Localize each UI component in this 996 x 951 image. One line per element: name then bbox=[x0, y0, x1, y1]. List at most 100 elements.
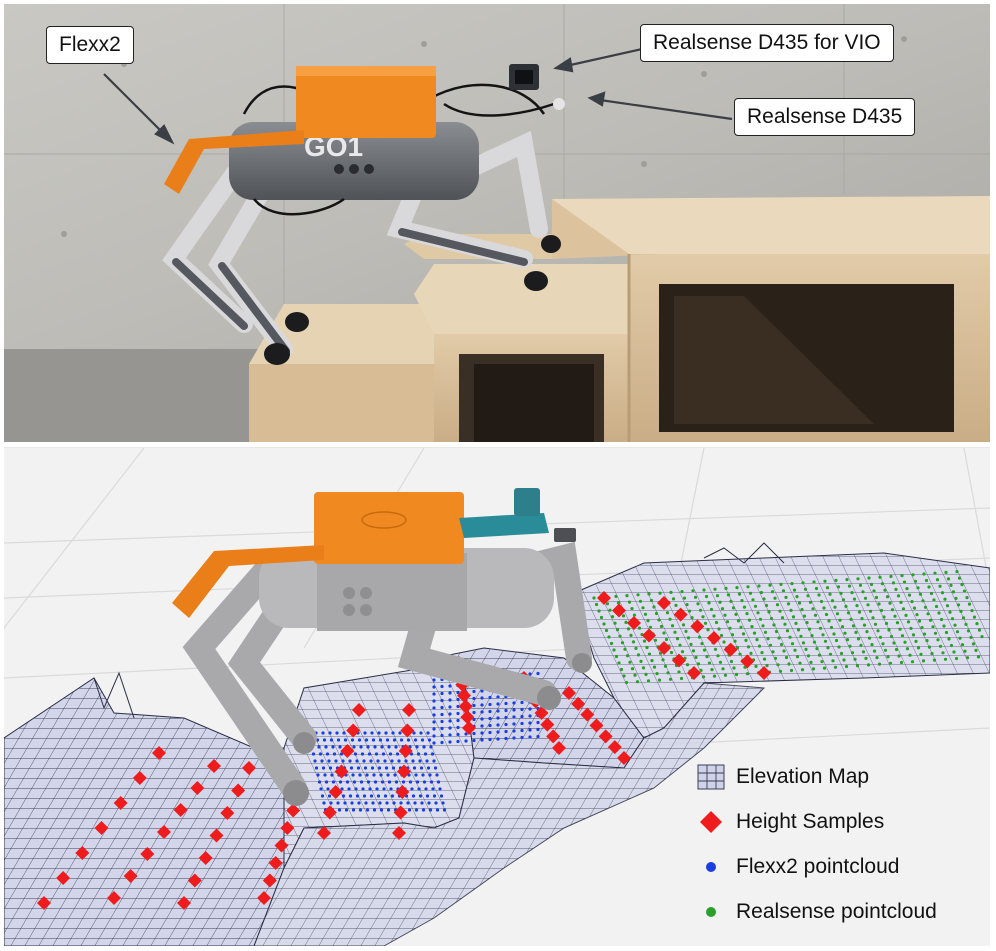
realsense-point bbox=[837, 645, 841, 649]
realsense-point bbox=[849, 617, 853, 621]
flexx2-point bbox=[426, 766, 431, 770]
realsense-point bbox=[958, 636, 962, 640]
realsense-point bbox=[756, 611, 760, 615]
flexx2-point bbox=[456, 711, 460, 716]
flexx2-point bbox=[387, 780, 392, 784]
height-sample-marker bbox=[334, 764, 349, 779]
flexx2-point bbox=[386, 773, 390, 777]
realsense-point bbox=[949, 583, 953, 587]
flexx2-point bbox=[419, 731, 423, 735]
flexx2-point bbox=[392, 801, 396, 805]
realsense-point bbox=[738, 652, 742, 656]
realsense-point bbox=[811, 607, 815, 611]
flexx2-point bbox=[362, 759, 366, 763]
realsense-point bbox=[888, 661, 893, 665]
flexx2-point bbox=[342, 731, 346, 735]
flexx2-point bbox=[336, 738, 341, 742]
realsense-point bbox=[936, 638, 940, 642]
realsense-point bbox=[641, 606, 645, 610]
flexx2-point bbox=[464, 732, 468, 736]
flexx2-point bbox=[438, 787, 442, 791]
realsense-point bbox=[643, 612, 648, 616]
flexx2-point bbox=[456, 697, 460, 702]
flexx2-point bbox=[448, 691, 452, 695]
realsense-point bbox=[778, 609, 782, 613]
height-sample-marker bbox=[187, 873, 202, 888]
flexx2-point bbox=[432, 699, 436, 703]
flexx2-point bbox=[356, 766, 361, 770]
realsense-point bbox=[806, 654, 811, 658]
realsense-point bbox=[604, 628, 609, 633]
flexx2-point bbox=[378, 738, 383, 742]
flexx2-point bbox=[504, 701, 508, 706]
height-sample-marker bbox=[740, 654, 755, 669]
flexx2-point bbox=[415, 745, 419, 749]
flexx2-point bbox=[528, 672, 532, 676]
realsense-point bbox=[647, 652, 652, 656]
realsense-point bbox=[877, 602, 881, 606]
flexx2-point bbox=[442, 808, 447, 812]
height-sample-marker bbox=[37, 896, 51, 910]
flexx2-point bbox=[373, 780, 378, 784]
height-sample-marker bbox=[286, 803, 301, 818]
realsense-point bbox=[621, 614, 626, 618]
flexx2-point bbox=[313, 759, 317, 763]
height-sample-marker bbox=[458, 699, 473, 714]
flexx2-point bbox=[344, 808, 349, 812]
height-sample-marker bbox=[617, 751, 631, 765]
flexx2-point bbox=[421, 773, 425, 777]
realsense-point bbox=[961, 616, 966, 620]
realsense-point bbox=[946, 577, 951, 581]
realsense-point bbox=[826, 646, 830, 650]
realsense-point bbox=[857, 610, 862, 614]
realsense-point bbox=[856, 577, 860, 581]
realsense-point bbox=[943, 597, 947, 601]
realsense-point bbox=[815, 647, 819, 651]
realsense-point bbox=[668, 617, 672, 621]
flexx2-point bbox=[366, 780, 371, 784]
realsense-point bbox=[761, 624, 765, 628]
flexx2-point bbox=[335, 731, 339, 735]
realsense-point bbox=[696, 662, 701, 666]
flexx2-point bbox=[488, 723, 492, 728]
realsense-point bbox=[757, 584, 761, 588]
height-sample-marker bbox=[540, 717, 555, 732]
flexx2-point bbox=[324, 745, 328, 749]
realsense-point bbox=[644, 672, 648, 676]
realsense-point bbox=[800, 668, 805, 672]
realsense-point bbox=[922, 572, 926, 576]
realsense-point bbox=[811, 667, 816, 671]
realsense-point bbox=[661, 658, 665, 662]
realsense-point bbox=[894, 647, 899, 652]
green-dot-icon bbox=[694, 899, 728, 925]
flexx2-point bbox=[339, 752, 344, 756]
flexx2-point bbox=[480, 724, 484, 728]
flexx2-point bbox=[448, 719, 452, 723]
realsense-point bbox=[624, 680, 629, 685]
realsense-point bbox=[907, 593, 912, 597]
realsense-point bbox=[755, 638, 759, 642]
flexx2-point bbox=[320, 794, 325, 798]
realsense-point bbox=[838, 618, 842, 622]
flexx2-point bbox=[393, 773, 397, 777]
realsense-point bbox=[980, 635, 984, 639]
flexx2-point bbox=[391, 766, 396, 770]
flexx2-point bbox=[391, 731, 395, 735]
realsense-point bbox=[801, 581, 805, 585]
realsense-point bbox=[941, 651, 945, 655]
realsense-point bbox=[646, 679, 651, 683]
flexx2-point bbox=[399, 738, 404, 742]
realsense-point bbox=[888, 601, 892, 605]
realsense-point bbox=[721, 667, 725, 671]
realsense-point bbox=[735, 646, 740, 650]
flexx2-point bbox=[413, 801, 417, 805]
legend-item-realsense-pointcloud: Realsense pointcloud bbox=[694, 889, 989, 934]
realsense-point bbox=[964, 622, 968, 626]
flexx2-point bbox=[411, 794, 416, 798]
realsense-point bbox=[742, 605, 747, 609]
realsense-point bbox=[843, 631, 847, 635]
flexx2-point bbox=[398, 731, 402, 735]
realsense-point bbox=[735, 586, 739, 590]
realsense-point bbox=[820, 660, 824, 664]
go1-robot-model bbox=[172, 488, 592, 806]
